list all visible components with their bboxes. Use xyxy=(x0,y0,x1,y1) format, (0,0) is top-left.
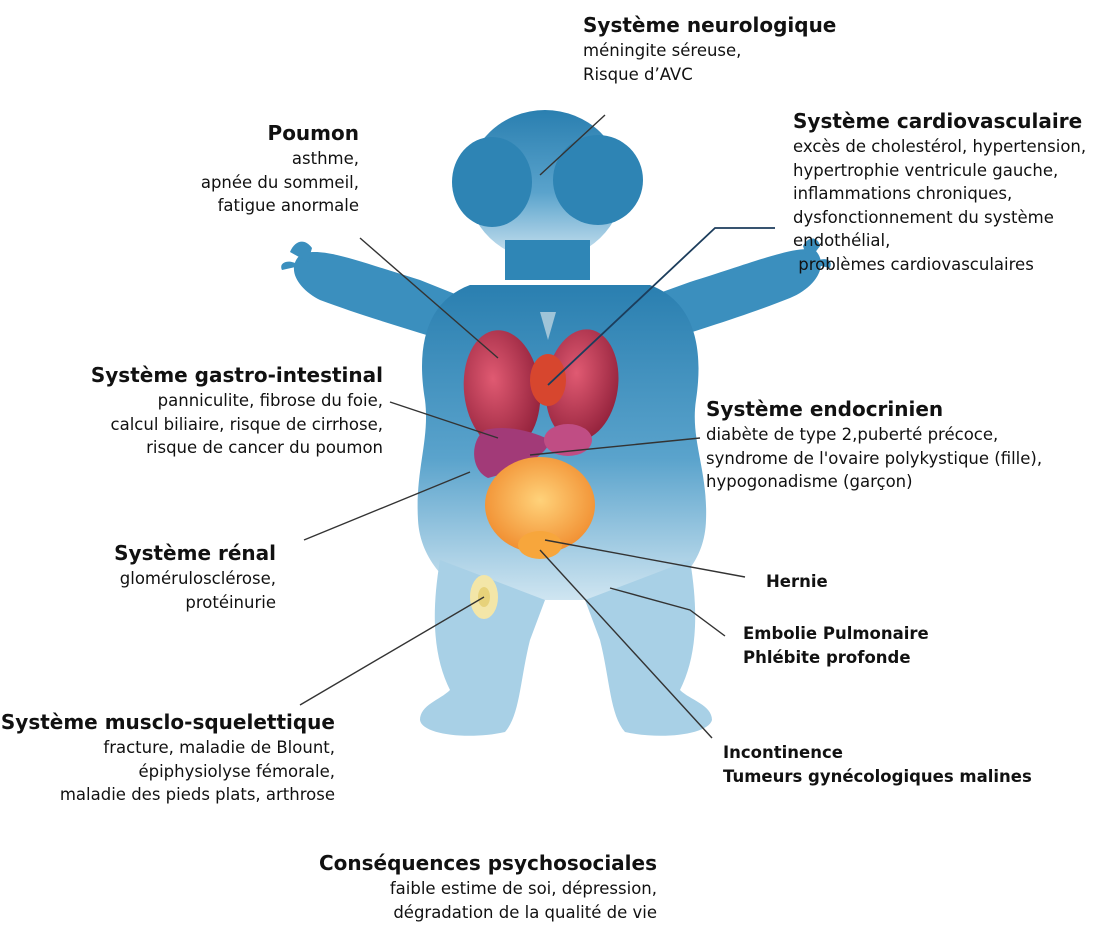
line: Hernie xyxy=(766,570,828,594)
label-poumon: Poumon asthme, apnée du sommeil, fatigue… xyxy=(201,120,359,218)
line: Phlébite profonde xyxy=(743,646,929,670)
line: dégradation de la qualité de vie xyxy=(319,901,657,925)
label-renal: Système rénal glomérulosclérose, protéin… xyxy=(114,540,276,614)
line: protéinurie xyxy=(114,591,276,615)
line: endothélial, xyxy=(793,229,1086,253)
label-embolie: Embolie Pulmonaire Phlébite profonde xyxy=(743,622,929,669)
line: fracture, maladie de Blount, xyxy=(1,736,335,760)
line: glomérulosclérose, xyxy=(114,567,276,591)
line: risque de cancer du poumon xyxy=(91,436,383,460)
title-endocrinien: Système endocrinien xyxy=(706,396,1042,423)
title-renal: Système rénal xyxy=(114,540,276,567)
line: méningite séreuse, xyxy=(583,39,836,63)
line: maladie des pieds plats, arthrose xyxy=(1,783,335,807)
line: excès de cholestérol, hypertension, xyxy=(793,135,1086,159)
title-gastro-intestinal: Système gastro-intestinal xyxy=(91,362,383,389)
label-endocrinien: Système endocrinien diabète de type 2,pu… xyxy=(706,396,1042,494)
line: dysfonctionnement du système xyxy=(793,206,1086,230)
title-psychosociales: Conséquences psychosociales xyxy=(319,850,657,877)
line: calcul biliaire, risque de cirrhose, xyxy=(91,413,383,437)
label-hernie: Hernie xyxy=(766,570,828,594)
label-cardiovasculaire: Système cardiovasculaire excès de choles… xyxy=(793,108,1086,276)
line: syndrome de l'ovaire polykystique (fille… xyxy=(706,447,1042,471)
line: fatigue anormale xyxy=(201,194,359,218)
line: apnée du sommeil, xyxy=(201,171,359,195)
title-neurologique: Système neurologique xyxy=(583,12,836,39)
line: épiphysiolyse fémorale, xyxy=(1,760,335,784)
line: hypertrophie ventricule gauche, xyxy=(793,159,1086,183)
title-musclo-squelettique: Système musclo-squelettique xyxy=(1,709,335,736)
line: faible estime de soi, dépression, xyxy=(319,877,657,901)
line: Embolie Pulmonaire xyxy=(743,622,929,646)
label-incontinence: Incontinence Tumeurs gynécologiques mali… xyxy=(723,741,1032,788)
line: Risque d’AVC xyxy=(583,63,836,87)
line: Incontinence xyxy=(723,741,1032,765)
title-poumon: Poumon xyxy=(201,120,359,147)
line: inflammations chroniques, xyxy=(793,182,1086,206)
line: panniculite, fibrose du foie, xyxy=(91,389,383,413)
label-psychosociales: Conséquences psychosociales faible estim… xyxy=(319,850,657,924)
label-gastro-intestinal: Système gastro-intestinal panniculite, f… xyxy=(91,362,383,460)
line: diabète de type 2,puberté précoce, xyxy=(706,423,1042,447)
label-neurologique: Système neurologique méningite séreuse, … xyxy=(583,12,836,86)
label-musclo-squelettique: Système musclo-squelettique fracture, ma… xyxy=(1,709,335,807)
title-cardiovasculaire: Système cardiovasculaire xyxy=(793,108,1086,135)
line: hypogonadisme (garçon) xyxy=(706,470,1042,494)
line: asthme, xyxy=(201,147,359,171)
line: problèmes cardiovasculaires xyxy=(793,253,1086,277)
line: Tumeurs gynécologiques malines xyxy=(723,765,1032,789)
